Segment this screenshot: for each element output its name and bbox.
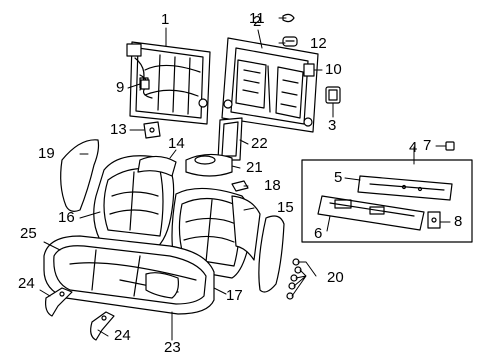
callout-7: 7 [423,137,432,154]
callout-6: 6 [314,225,323,242]
seat-back-frame-left [126,41,211,125]
callout-25: 25 [20,225,37,242]
callout-17: 17 [226,287,243,304]
callout-9: 9 [116,79,125,96]
side-bolster-left [60,139,100,212]
hook-24-right [90,311,115,341]
callout-10: 10 [325,61,342,78]
bracket-13 [143,121,161,139]
callout-23: 23 [164,339,181,356]
callout-18: 18 [264,177,281,194]
callout-13: 13 [110,121,127,138]
clip-18 [231,180,249,192]
callout-14: 14 [168,135,185,152]
wiring-harness [139,74,153,99]
callout-5: 5 [334,169,343,186]
seat-cushion [43,235,215,315]
seatback-cushion-left [93,155,177,251]
callout-12: 12 [310,35,327,52]
callout-19: 19 [38,145,55,162]
armrest-pad [217,117,243,161]
callout-24-right: 24 [114,327,131,344]
hardware-3 [325,86,341,104]
callout-15: 15 [277,199,294,216]
assembly-box-4 [301,159,473,243]
callout-1: 1 [161,11,170,28]
callout-3: 3 [328,117,337,134]
hardware-10 [303,63,315,77]
clip-7 [445,141,455,151]
callout-8: 8 [454,213,463,230]
armrest-base [185,153,233,177]
seat-back-frame-right [221,37,319,133]
hardware-11 [282,13,295,23]
callout-2: 2 [253,13,262,30]
callout-4: 4 [409,139,418,156]
side-bolster-right [258,215,285,293]
hardware-12 [282,36,298,47]
callout-20: 20 [327,269,344,286]
callout-21: 21 [246,159,263,176]
leader-lines [39,17,451,341]
seatback-cushion-right [171,187,261,279]
hook-24-left [45,287,73,317]
callout-22: 22 [251,135,268,152]
callout-16: 16 [58,209,75,226]
callout-11: 11 [249,10,265,27]
callout-24-left: 24 [18,275,35,292]
